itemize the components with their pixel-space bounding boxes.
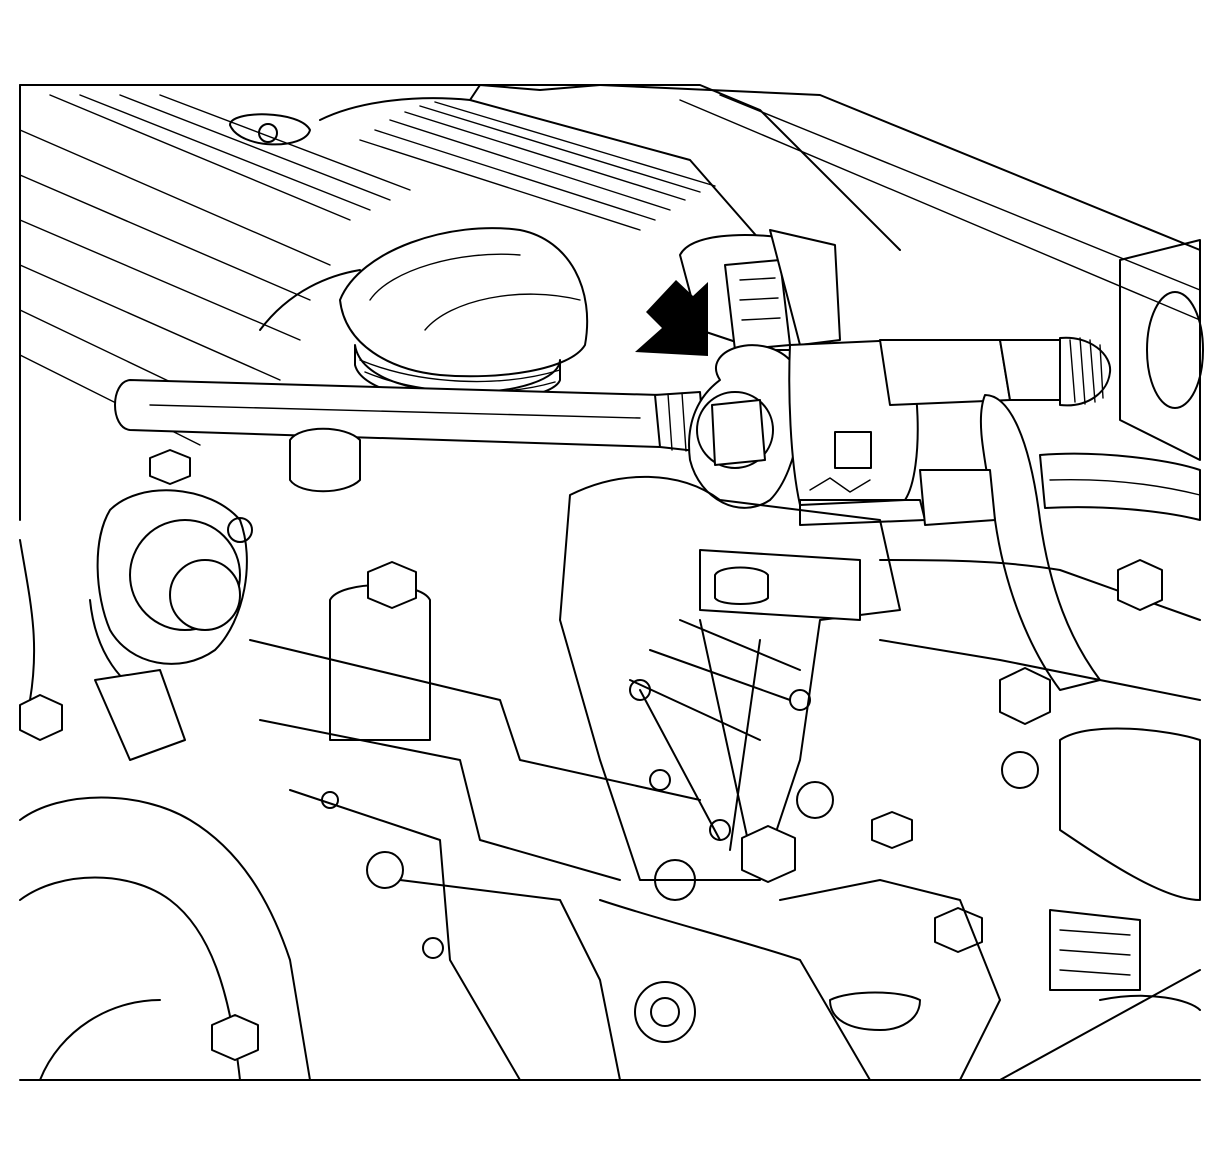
bolt-head — [149, 449, 191, 485]
bolt-head — [999, 667, 1051, 725]
bolt-head — [741, 825, 796, 883]
callout-arrow — [635, 280, 708, 356]
arrow-down-left-icon — [635, 280, 708, 356]
right-bracket — [879, 239, 1204, 701]
right-hose-fitting — [879, 336, 1201, 691]
fuel-hose — [114, 379, 706, 453]
purge-valve-assembly — [679, 229, 926, 526]
bolt-head — [871, 811, 913, 849]
lower-engine-block — [19, 639, 1201, 1081]
bolt-head — [1117, 559, 1163, 611]
bolt-head — [367, 561, 417, 609]
left-sensor-mount — [19, 449, 253, 761]
bolt-head — [211, 1014, 259, 1061]
lower-right-components — [871, 559, 1201, 991]
bolt-head — [19, 694, 63, 741]
lower-bracket — [559, 475, 901, 901]
engine-cover — [19, 84, 1201, 521]
center-boss — [289, 427, 431, 741]
bolt-head — [934, 907, 983, 953]
